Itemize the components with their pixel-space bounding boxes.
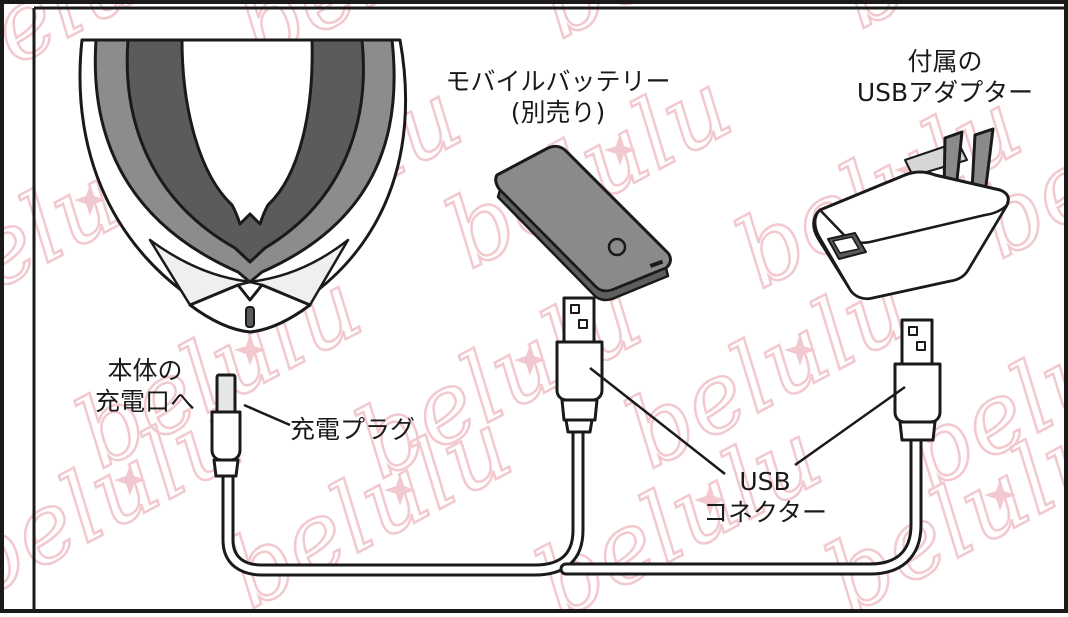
usb-plug-icon [555, 296, 604, 434]
battery-label: モバイルバッテリー (別売り) [428, 66, 688, 128]
usb-plug-icon [893, 318, 942, 442]
watermark-sparkle-icon [114, 464, 146, 496]
watermark-sparkle-icon [984, 479, 1016, 511]
battery-label-line2: (別売り) [510, 98, 606, 127]
connector-label-line2: コネクター [702, 498, 827, 527]
connector-leader-line-left [589, 367, 726, 475]
neck-device-icon [78, 38, 408, 334]
watermark-sparkle-icon [514, 344, 546, 376]
plug-leader-line [243, 403, 291, 427]
connector-label: USB コネクター [690, 466, 840, 528]
body-port-label-line1: 本体の [107, 356, 183, 385]
watermark-sparkle-icon [384, 474, 416, 506]
connector-leader-line-right [794, 385, 906, 467]
body-port-label: 本体の 充電口へ [80, 355, 210, 417]
adapter-label-line2: USBアダプター [856, 78, 1034, 107]
watermark-sparkle-icon [234, 334, 266, 366]
body-port-label-line2: 充電口へ [94, 387, 195, 416]
battery-label-line1: モバイルバッテリー [445, 67, 671, 96]
watermark-sparkle-icon [694, 484, 726, 516]
adapter-label-line1: 付属の [907, 47, 983, 76]
cable-icon [221, 418, 923, 577]
usb-adapter-icon [812, 127, 1010, 301]
leader-lines [243, 367, 906, 475]
plug-label: 充電プラグ [290, 415, 416, 444]
connector-label-line1: USB [739, 467, 791, 496]
charging-plug-icon [210, 373, 242, 478]
adapter-label: 付属の USBアダプター [830, 46, 1060, 108]
mobile-battery-icon [494, 144, 672, 302]
watermark-sparkle-icon [604, 134, 636, 166]
watermark-sparkle-icon [74, 184, 106, 216]
watermark-sparkle-icon [784, 334, 816, 366]
